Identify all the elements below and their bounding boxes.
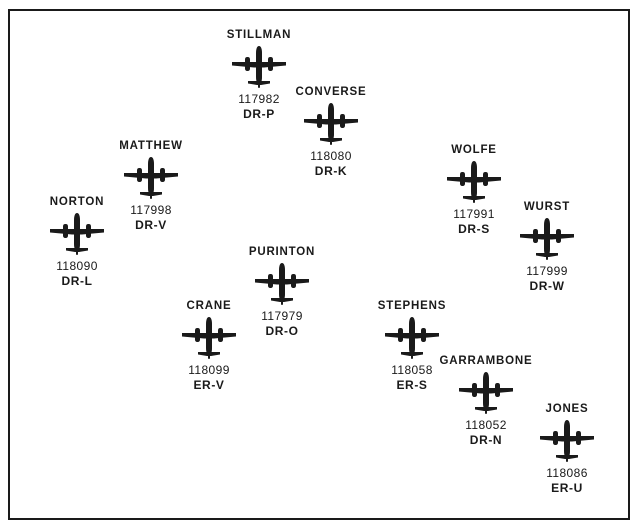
aircraft-position-converse: CONVERSE 118080 DR-K — [276, 85, 386, 179]
pilot-name: JONES — [545, 403, 589, 415]
aircraft-serial: 118052 — [465, 418, 507, 432]
aircraft-code: DR-L — [61, 274, 93, 288]
twin-engine-aircraft-icon — [304, 103, 358, 145]
aircraft-serial: 118080 — [310, 149, 352, 163]
twin-engine-aircraft-icon — [520, 218, 574, 260]
aircraft-serial: 117998 — [130, 203, 172, 217]
pilot-name: STEPHENS — [377, 300, 447, 312]
aircraft-code: DR-S — [458, 222, 490, 236]
pilot-name: STILLMAN — [226, 29, 292, 41]
aircraft-serial: 118090 — [56, 259, 98, 273]
pilot-name: PURINTON — [248, 246, 316, 258]
pilot-name: NORTON — [49, 196, 105, 208]
pilot-name: CRANE — [186, 300, 232, 312]
aircraft-serial: 117982 — [238, 92, 280, 106]
aircraft-position-garrambone: GARRAMBONE 118052 DR-N — [431, 354, 541, 448]
twin-engine-aircraft-icon — [459, 372, 513, 414]
aircraft-position-norton: NORTON 118090 DR-L — [22, 195, 132, 289]
aircraft-position-wurst: WURST 117999 DR-W — [492, 200, 602, 294]
pilot-name: WOLFE — [451, 144, 497, 156]
aircraft-serial: 117991 — [453, 207, 495, 221]
pilot-name: CONVERSE — [295, 86, 367, 98]
diagram-frame: STILLMAN 117982 DR-P CONVERSE 118080 DR-… — [8, 9, 630, 520]
aircraft-code: DR-O — [265, 324, 299, 338]
aircraft-serial: 118058 — [391, 363, 433, 377]
pilot-name: MATTHEW — [119, 140, 183, 152]
aircraft-code: ER-V — [193, 378, 225, 392]
aircraft-code: DR-P — [243, 107, 275, 121]
aircraft-code: DR-N — [469, 433, 503, 447]
aircraft-position-stillman: STILLMAN 117982 DR-P — [204, 28, 314, 122]
twin-engine-aircraft-icon — [50, 213, 104, 255]
twin-engine-aircraft-icon — [232, 46, 286, 88]
aircraft-serial: 117979 — [261, 309, 303, 323]
aircraft-code: DR-K — [314, 164, 348, 178]
aircraft-serial: 118099 — [188, 363, 230, 377]
aircraft-code: DR-W — [529, 279, 565, 293]
aircraft-position-crane: CRANE 118099 ER-V — [154, 299, 264, 393]
aircraft-position-matthew: MATTHEW 117998 DR-V — [96, 139, 206, 233]
twin-engine-aircraft-icon — [182, 317, 236, 359]
aircraft-code: ER-U — [551, 481, 583, 495]
twin-engine-aircraft-icon — [447, 161, 501, 203]
aircraft-code: ER-S — [396, 378, 428, 392]
twin-engine-aircraft-icon — [124, 157, 178, 199]
aircraft-position-stephens: STEPHENS 118058 ER-S — [357, 299, 467, 393]
twin-engine-aircraft-icon — [540, 420, 594, 462]
aircraft-position-purinton: PURINTON 117979 DR-O — [227, 245, 337, 339]
aircraft-serial: 118086 — [546, 466, 588, 480]
aircraft-position-jones: JONES 118086 ER-U — [512, 402, 622, 496]
aircraft-position-wolfe: WOLFE 117991 DR-S — [419, 143, 529, 237]
aircraft-serial: 117999 — [526, 264, 568, 278]
pilot-name: WURST — [523, 201, 571, 213]
aircraft-code: DR-V — [135, 218, 167, 232]
pilot-name: GARRAMBONE — [439, 355, 533, 367]
